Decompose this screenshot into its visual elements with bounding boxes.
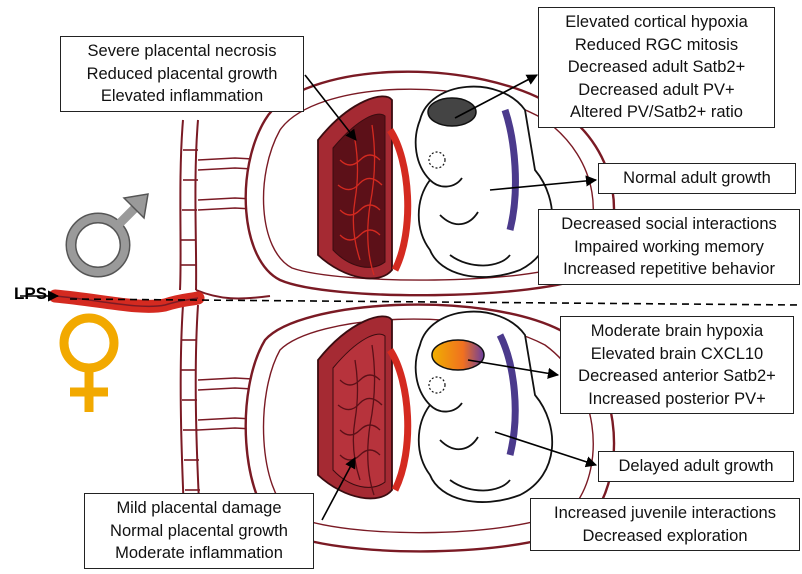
female-behavior-line-1: Increased juvenile interactions (535, 502, 795, 525)
female-growth-line-1: Delayed adult growth (603, 455, 789, 478)
female-brain-eye (432, 340, 484, 370)
male-placenta-box: Severe placental necrosis Reduced placen… (60, 36, 304, 112)
female-brain-box: Moderate brain hypoxia Elevated brain CX… (560, 316, 794, 414)
male-placenta-line-1: Severe placental necrosis (65, 40, 299, 63)
female-behavior-box: Increased juvenile interactions Decrease… (530, 498, 800, 551)
male-behavior-box: Decreased social interactions Impaired w… (538, 209, 800, 285)
male-growth-line-1: Normal adult growth (603, 167, 791, 190)
female-placenta-box: Mild placental damage Normal placental g… (84, 493, 314, 569)
male-behavior-line-3: Increased repetitive behavior (543, 258, 795, 281)
lps-label: LPS (14, 284, 47, 304)
female-brain-line-3: Decreased anterior Satb2+ (565, 365, 789, 388)
male-growth-box: Normal adult growth (598, 163, 796, 194)
male-brain-box: Elevated cortical hypoxia Reduced RGC mi… (538, 7, 775, 128)
male-brain-line-2: Reduced RGC mitosis (543, 34, 770, 57)
female-brain-line-1: Moderate brain hypoxia (565, 320, 789, 343)
male-behavior-line-2: Impaired working memory (543, 236, 795, 259)
male-behavior-line-1: Decreased social interactions (543, 213, 795, 236)
female-placenta-line-2: Normal placental growth (89, 520, 309, 543)
female-placenta-line-1: Mild placental damage (89, 497, 309, 520)
female-brain-line-4: Increased posterior PV+ (565, 388, 789, 411)
male-brain-line-5: Altered PV/Satb2+ ratio (543, 101, 770, 124)
male-brain-line-1: Elevated cortical hypoxia (543, 11, 770, 34)
female-behavior-line-2: Decreased exploration (535, 525, 795, 548)
male-brain-eye (428, 98, 476, 126)
female-symbol-icon (64, 318, 114, 412)
male-brain-line-3: Decreased adult Satb2+ (543, 56, 770, 79)
male-symbol-icon (71, 194, 148, 272)
male-brain-line-4: Decreased adult PV+ (543, 79, 770, 102)
female-placenta-line-3: Moderate inflammation (89, 542, 309, 565)
male-placenta-line-3: Elevated inflammation (65, 85, 299, 108)
female-growth-box: Delayed adult growth (598, 451, 794, 482)
female-brain-line-2: Elevated brain CXCL10 (565, 343, 789, 366)
male-placenta-line-2: Reduced placental growth (65, 63, 299, 86)
